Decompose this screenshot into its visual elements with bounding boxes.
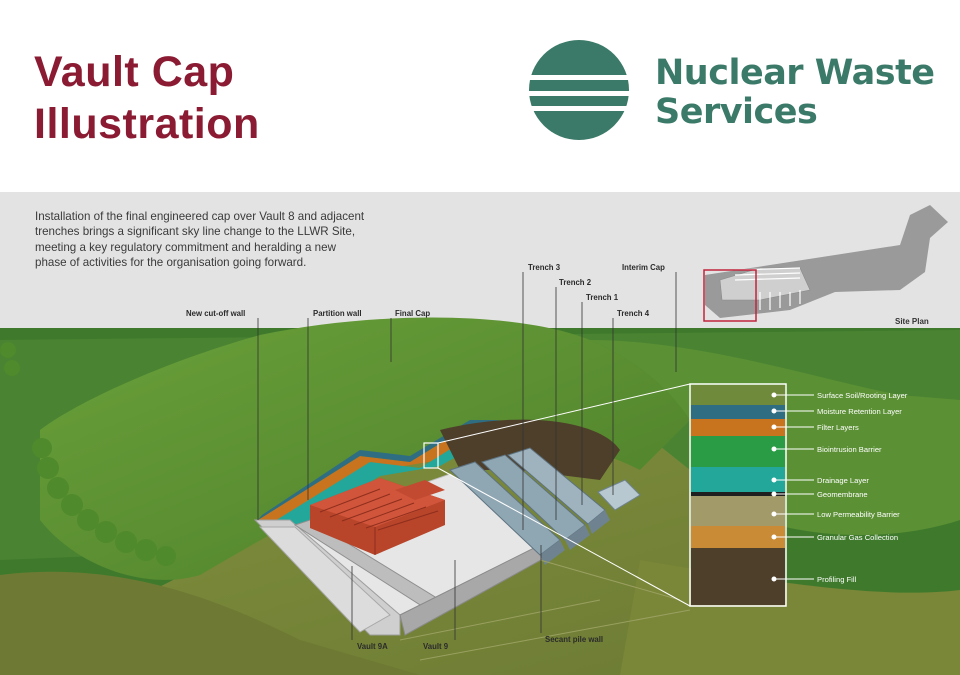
layer-granular-gas: [691, 526, 785, 548]
label-trench-1: Trench 1: [586, 293, 619, 302]
description-text: Installation of the final engineered cap…: [35, 210, 365, 270]
label-trench-3: Trench 3: [528, 263, 561, 272]
final-cap-mound: [40, 317, 690, 580]
layer-low-permeability: [691, 496, 785, 526]
trenches: [449, 447, 641, 565]
foreground-ground: [0, 571, 420, 675]
layer-label-surface-soil: Surface Soil/Rooting Layer: [817, 391, 908, 400]
label-interim-cap: Interim Cap: [622, 263, 665, 272]
layer-geomembrane: [691, 492, 785, 496]
layer-drainage: [691, 467, 785, 492]
page-title: Vault Cap Illustration: [34, 46, 260, 150]
layer-label-filter: Filter Layers: [817, 423, 859, 432]
label-new-cutoff-wall: New cut-off wall: [186, 309, 245, 318]
layer-label-moisture: Moisture Retention Layer: [817, 407, 902, 416]
layer-label-geomembrane: Geomembrane: [817, 490, 868, 499]
layer-cross-section: [689, 383, 787, 607]
site-plan: Site Plan: [703, 205, 948, 326]
layer-label-profiling-fill: Profiling Fill: [817, 575, 857, 584]
layer-label-low-permeability: Low Permeability Barrier: [817, 510, 900, 519]
callout-line-bottom: [437, 467, 691, 607]
site-plan-highlight: [703, 269, 757, 322]
hedge-trees: [0, 342, 176, 566]
layer-filter: [691, 419, 785, 436]
structure-leaders: [257, 272, 677, 640]
label-trench-4: Trench 4: [617, 309, 650, 318]
title-line-1: Vault Cap: [34, 48, 235, 96]
callout-line-top: [437, 383, 691, 444]
label-secant-pile-wall: Secant pile wall: [545, 635, 603, 644]
vault-cap-diagram: Surface Soil/Rooting Layer Moisture Rete…: [0, 192, 960, 675]
layer-label-biointrusion: Biointrusion Barrier: [817, 445, 882, 454]
site-plan-label: Site Plan: [895, 317, 929, 326]
layer-moisture-retention: [691, 405, 785, 419]
layer-profiling-fill: [691, 548, 785, 605]
layer-biointrusion: [691, 436, 785, 467]
cross-section-marker: [423, 442, 439, 469]
layer-leaders: [771, 392, 814, 582]
striped-circle-logo-icon: [529, 40, 629, 140]
floor-guide-line-2: [419, 609, 691, 661]
label-vault-9: Vault 9: [423, 642, 449, 651]
vault-9a: [258, 526, 391, 633]
title-line-2: Illustration: [34, 100, 260, 148]
label-trench-2: Trench 2: [559, 278, 592, 287]
floor-guide-line-1: [399, 599, 601, 641]
layer-surface-soil: [691, 385, 785, 405]
label-vault-9a: Vault 9A: [357, 642, 388, 651]
brand-name-line-2: Services: [655, 92, 818, 132]
brand-name: Nuclear Waste Services: [655, 54, 935, 132]
layer-label-granular-gas: Granular Gas Collection: [817, 533, 898, 542]
waste-containers: [310, 478, 445, 555]
secant-pile-wall-line: [539, 559, 681, 601]
layer-label-drainage: Drainage Layer: [817, 476, 869, 485]
label-partition-wall: Partition wall: [313, 309, 362, 318]
structure-labels: New cut-off wall Partition wall Final Ca…: [186, 263, 665, 651]
label-final-cap: Final Cap: [395, 309, 430, 318]
layer-labels: Surface Soil/Rooting Layer Moisture Rete…: [817, 391, 908, 584]
brand-name-line-1: Nuclear Waste: [655, 53, 935, 93]
